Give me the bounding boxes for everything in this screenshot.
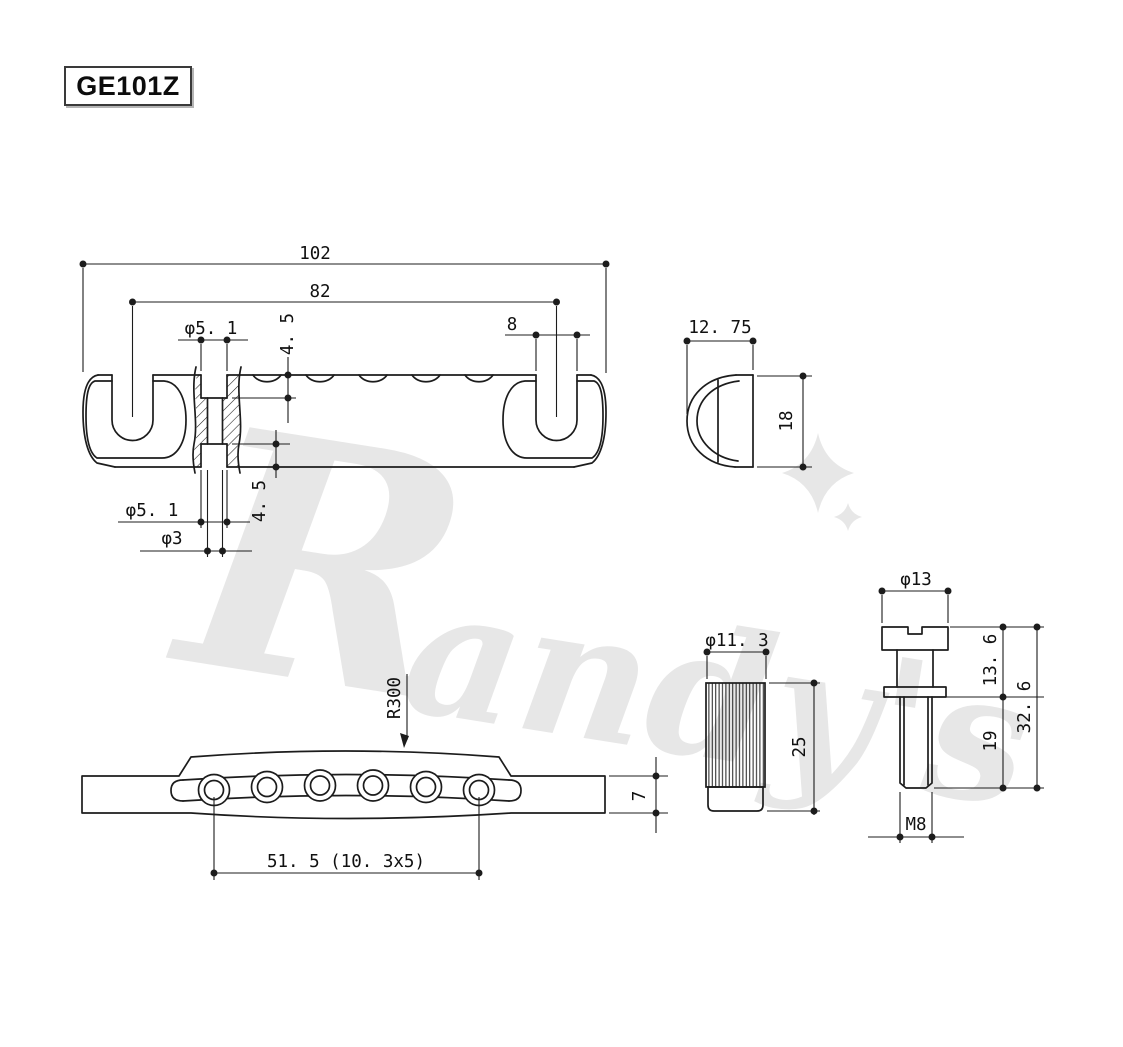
dim-stud-head-dia: φ13 xyxy=(900,570,932,590)
dim-body-height: 18 xyxy=(777,410,797,431)
bushing-dimensions: φ11. 3 25 xyxy=(703,631,820,815)
top-view-dimensions: R300 7 51. 5 (10. 3x5) xyxy=(210,674,668,880)
watermark: R andy's xyxy=(151,351,1044,848)
dim-bushing-dia: φ11. 3 xyxy=(705,631,768,651)
dim-string-spacing: 51. 5 (10. 3x5) xyxy=(267,852,425,872)
model-number-badge: GE101Z xyxy=(64,66,192,106)
dim-counterbore-depth-bottom: 4. 5 xyxy=(250,480,270,522)
stud-slot-right xyxy=(535,374,578,442)
dim-end-width: 12. 75 xyxy=(688,318,751,338)
dim-bushing-length: 25 xyxy=(790,736,810,757)
dim-stud-total-length: 32. 6 xyxy=(1015,681,1035,734)
stud-slot-left xyxy=(111,374,154,442)
sparkle-icon xyxy=(782,433,854,513)
tailpiece-body-outline xyxy=(82,374,607,468)
dim-stud-upper-length: 13. 6 xyxy=(981,634,1001,687)
dim-stud-thread-length: 19 xyxy=(981,730,1001,751)
dim-thread-spec: M8 xyxy=(905,815,926,835)
string-ramps xyxy=(252,374,494,383)
end-view-dimensions: 12. 75 18 xyxy=(683,318,812,471)
stud-shaft xyxy=(899,696,933,789)
dim-string-hole-dia: φ3 xyxy=(161,529,182,549)
sparkle-small-icon xyxy=(834,503,862,531)
main-view-dimensions: 102 82 8 φ5. 1 4. 5 4. 5 φ5. 1 φ3 xyxy=(79,244,610,557)
dim-radius: R300 xyxy=(385,677,405,719)
dim-slot-width: 8 xyxy=(507,315,518,335)
radius-arrowhead xyxy=(400,733,409,748)
broken-out-section xyxy=(192,366,242,474)
break-line xyxy=(192,366,197,474)
dim-counterbore-dia-bottom: φ5. 1 xyxy=(126,501,179,521)
main-side-view: 102 82 8 φ5. 1 4. 5 4. 5 φ5. 1 φ3 xyxy=(79,244,610,557)
stud-view: φ13 M8 13. 6 19 32. 6 xyxy=(868,570,1044,843)
string-holes xyxy=(197,769,496,807)
stud-head xyxy=(881,626,949,651)
model-number-label: GE101Z xyxy=(76,70,180,101)
top-view: R300 7 51. 5 (10. 3x5) xyxy=(81,674,668,880)
end-view-outline xyxy=(686,374,754,468)
bushing-view: φ11. 3 25 xyxy=(703,631,820,815)
stud-dimensions: φ13 M8 13. 6 19 32. 6 xyxy=(868,570,1044,843)
dim-stud-spacing: 82 xyxy=(309,282,330,302)
dim-counterbore-depth-top: 4. 5 xyxy=(278,313,298,355)
dim-overall-length: 102 xyxy=(299,244,331,264)
dim-counterbore-dia-top: φ5. 1 xyxy=(185,319,238,339)
end-view: 12. 75 18 xyxy=(683,318,812,471)
dim-edge-thickness: 7 xyxy=(630,791,650,802)
bushing-outline xyxy=(705,682,766,812)
